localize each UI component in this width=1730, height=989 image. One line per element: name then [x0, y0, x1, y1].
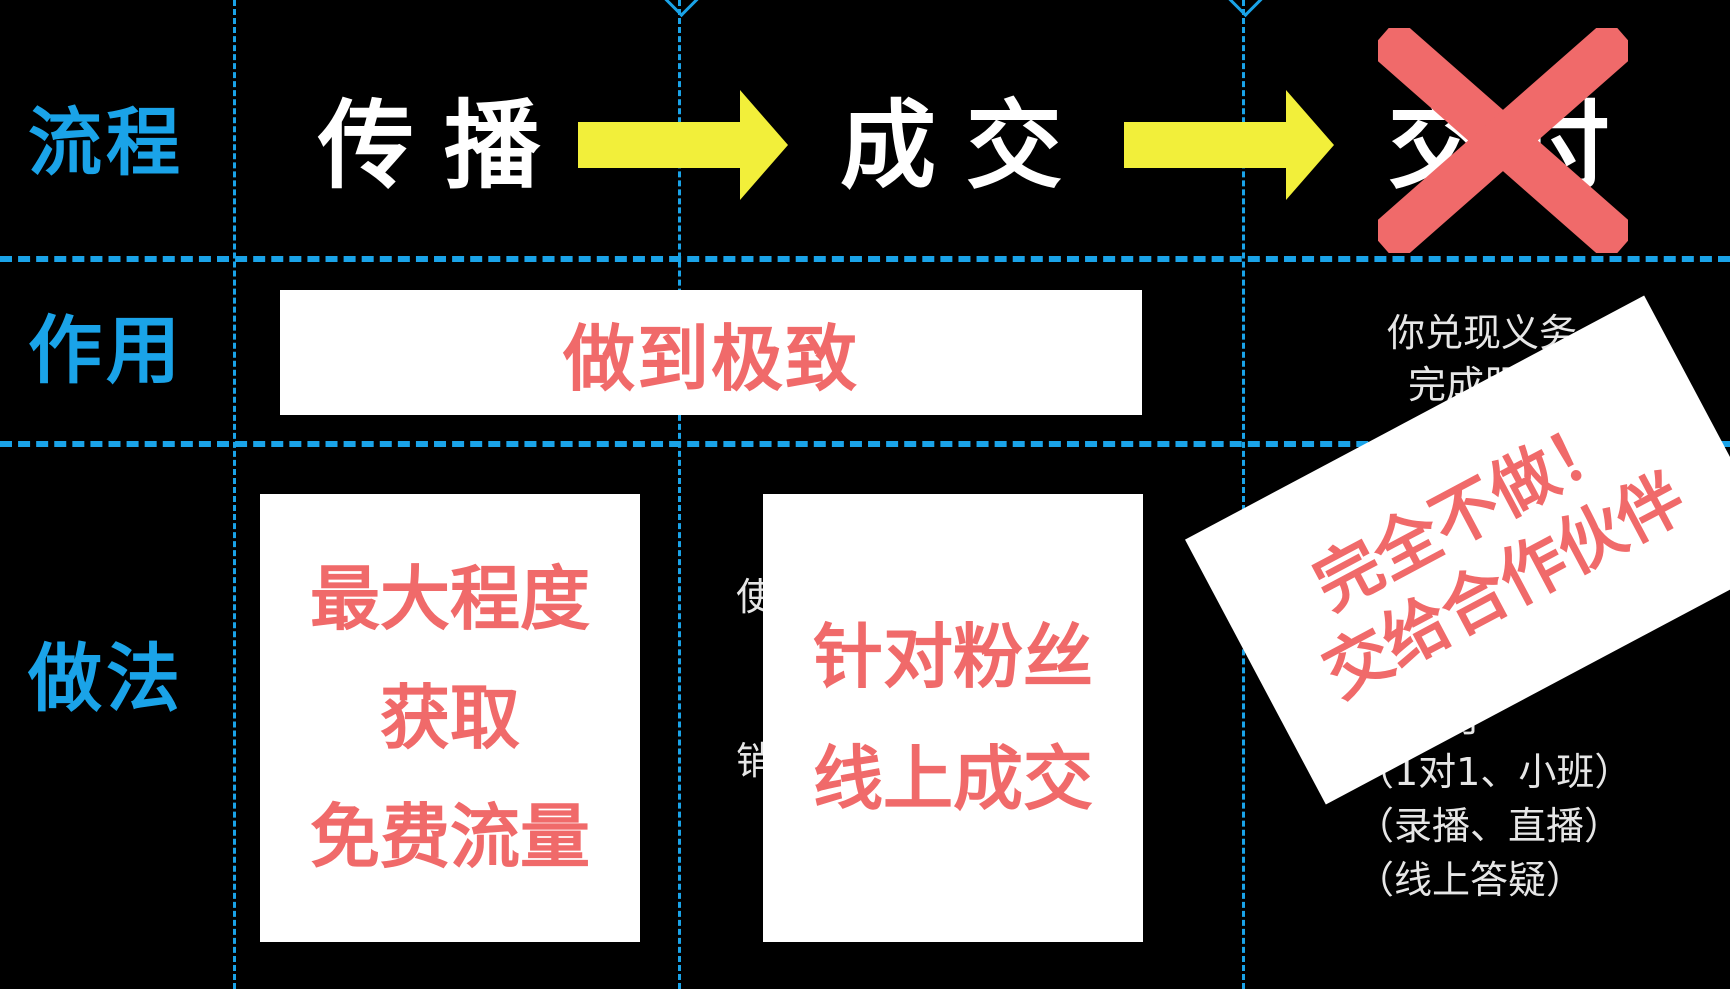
role-main-card: 做到极致: [280, 290, 1142, 415]
grid-hline-1: [0, 256, 1730, 262]
grid-vline-3: [1242, 0, 1245, 989]
grid-hline-2: [0, 441, 1730, 447]
row-label-process: 流程: [28, 100, 184, 186]
step-deal: 成交: [840, 90, 1092, 202]
deliver-method-line: （线上答疑）: [1356, 858, 1585, 902]
deal-method-line: 针对粉丝: [813, 615, 1093, 698]
spread-method-line: 获取: [380, 676, 520, 759]
chevron-down-icon: [653, 0, 710, 18]
spread-method-line: 免费流量: [310, 795, 590, 878]
grid-vline-1: [233, 0, 236, 989]
row-label-method: 做法: [28, 636, 184, 722]
right-arrow-icon: [1124, 90, 1334, 200]
step-spread: 传播: [318, 90, 570, 202]
deal-method-card: 针对粉丝 线上成交: [763, 494, 1143, 942]
chevron-down-icon: [1217, 0, 1274, 18]
spread-method-card: 最大程度 获取 免费流量: [260, 494, 640, 942]
deal-method-line: 线上成交: [813, 738, 1093, 820]
grid-vline-2: [678, 0, 681, 989]
row-label-role: 作用: [28, 308, 184, 394]
spread-method-line: 最大程度: [310, 557, 590, 640]
right-arrow-icon: [578, 90, 788, 200]
cross-mark-icon: [1378, 28, 1628, 253]
deliver-method-line: （录播、直播）: [1356, 804, 1623, 848]
